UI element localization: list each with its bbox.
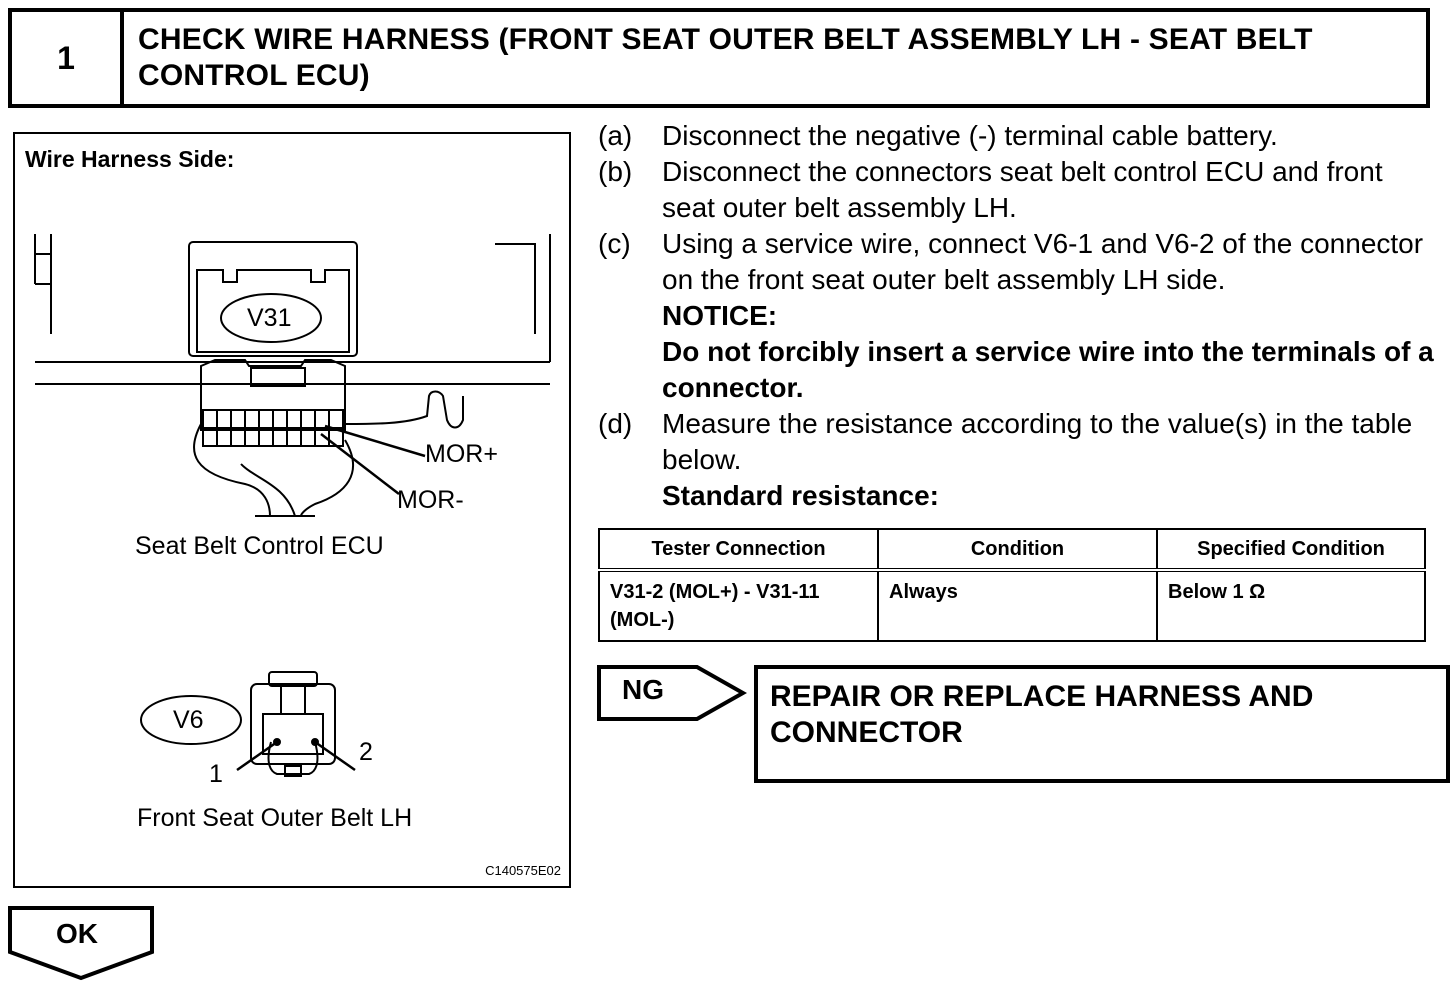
connector-v31-label: V31 <box>247 304 292 332</box>
instruction-letter: (a) <box>598 120 633 151</box>
instruction-letter: (c) <box>598 228 631 259</box>
belt-caption: Front Seat Outer Belt LH <box>137 804 413 832</box>
step-title: CHECK WIRE HARNESS (FRONT SEAT OUTER BEL… <box>138 23 1313 92</box>
table-cell: Always <box>877 569 1158 642</box>
figure-heading: Wire Harness Side: <box>25 146 235 172</box>
column-header: Condition <box>877 528 1158 571</box>
instruction-item: (a) Disconnect the negative (-) terminal… <box>598 118 1438 154</box>
wire-harness-figure: Wire Harness Side: V31 MOR+ MOR- Seat Be… <box>13 132 571 888</box>
instruction-body: Using a service wire, connect V6-1 and V… <box>662 226 1438 406</box>
ng-arrow-icon <box>597 665 747 721</box>
instruction-letter: (d) <box>598 408 633 439</box>
instruction-item: (c) Using a service wire, connect V6-1 a… <box>598 226 1438 406</box>
ng-label: NG <box>622 674 664 705</box>
ng-result-box: REPAIR OR REPLACE HARNESS AND CONNECTOR <box>754 665 1450 783</box>
instruction-text: Disconnect the negative (-) terminal cab… <box>662 120 1278 151</box>
instruction-item: (d) Measure the resistance according to … <box>598 406 1438 514</box>
instruction-list: (a) Disconnect the negative (-) terminal… <box>598 118 1438 514</box>
standard-resistance-label: Standard resistance: <box>662 480 939 511</box>
instruction-letter: (b) <box>598 156 633 187</box>
step-header: 1 CHECK WIRE HARNESS (FRONT SEAT OUTER B… <box>8 8 1430 108</box>
table-row: V31-2 (MOL+) - V31-11 (MOL-) Always Belo… <box>598 569 1426 642</box>
instruction-text: Using a service wire, connect V6-1 and V… <box>662 228 1424 295</box>
step-number: 1 <box>12 12 124 104</box>
terminal-mor-minus-label: MOR- <box>397 486 464 514</box>
ok-arrow-icon <box>8 906 154 981</box>
connector-diagram <box>34 234 551 777</box>
connector-v6-label: V6 <box>173 706 204 734</box>
table-cell: V31-2 (MOL+) - V31-11 (MOL-) <box>598 569 879 642</box>
ok-label: OK <box>56 918 98 949</box>
table-header-row: Tester Connection Condition Specified Co… <box>598 528 1426 571</box>
column-header: Specified Condition <box>1156 528 1426 571</box>
figure-code: C140575E02 <box>485 863 561 878</box>
instruction-item: (b) Disconnect the connectors seat belt … <box>598 154 1438 226</box>
table-cell: Below 1 Ω <box>1156 569 1426 642</box>
notice-title: NOTICE: <box>662 300 778 331</box>
instruction-text: Disconnect the connectors seat belt cont… <box>662 156 1383 223</box>
pin-2-label: 2 <box>359 738 373 766</box>
column-header: Tester Connection <box>598 528 879 571</box>
ecu-caption: Seat Belt Control ECU <box>135 532 384 560</box>
notice-body: Do not forcibly insert a service wire in… <box>662 336 1434 403</box>
pin-1-label: 1 <box>209 760 223 788</box>
terminal-mor-plus-label: MOR+ <box>425 440 498 468</box>
instruction-text: Measure the resistance according to the … <box>662 408 1413 475</box>
resistance-table: Tester Connection Condition Specified Co… <box>598 528 1426 642</box>
instruction-body: Measure the resistance according to the … <box>662 406 1438 514</box>
